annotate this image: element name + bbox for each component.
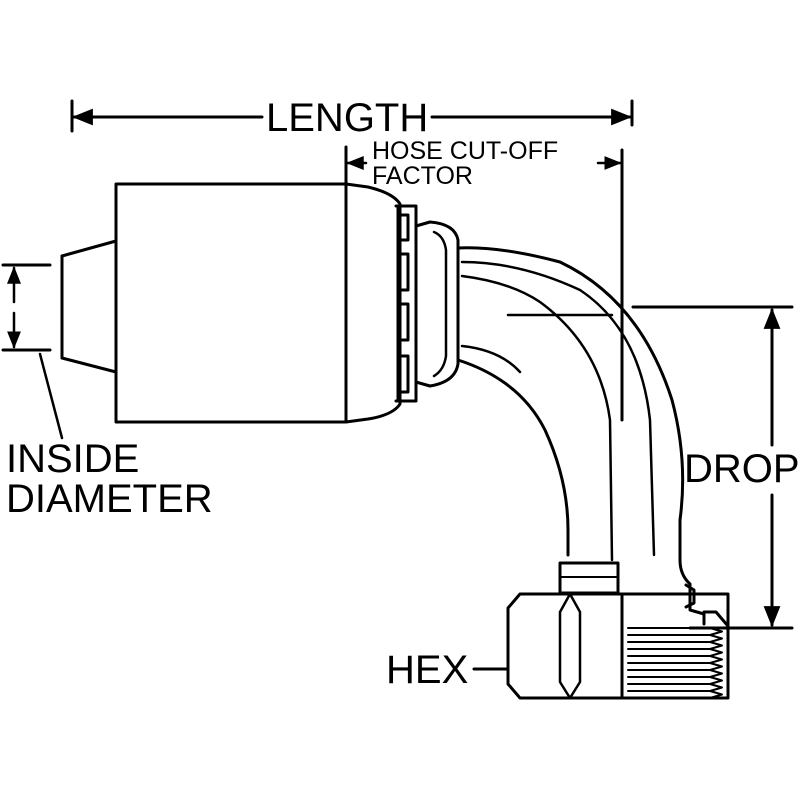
- threads: [627, 627, 723, 699]
- length-dimension: LENGTH: [70, 96, 634, 140]
- hose-cutoff-label-line1: HOSE CUT-OFF: [372, 137, 558, 165]
- hex-dimension: HEX: [386, 648, 510, 692]
- hex-label: HEX: [386, 648, 468, 692]
- hex-neck: [558, 561, 696, 609]
- crimp-segments: [394, 204, 418, 403]
- drop-dimension: DROP: [631, 305, 800, 630]
- hose-cutoff-label-line2: FACTOR: [372, 162, 473, 190]
- inside-diameter-dimension: INSIDE DIAMETER: [1, 263, 213, 521]
- drop-label: DROP: [684, 447, 800, 491]
- inside-diameter-label-line2: DIAMETER: [6, 477, 213, 521]
- inside-diameter-label-line1: INSIDE: [6, 437, 139, 481]
- length-label: LENGTH: [266, 96, 428, 140]
- hose-stub: [60, 239, 118, 374]
- elbow-tube: [456, 246, 692, 602]
- hex-nut: [506, 592, 730, 700]
- socket-body: [114, 182, 402, 424]
- hose-cutoff-dimension: HOSE CUT-OFF FACTOR: [344, 137, 624, 422]
- collar-ring: [414, 220, 460, 388]
